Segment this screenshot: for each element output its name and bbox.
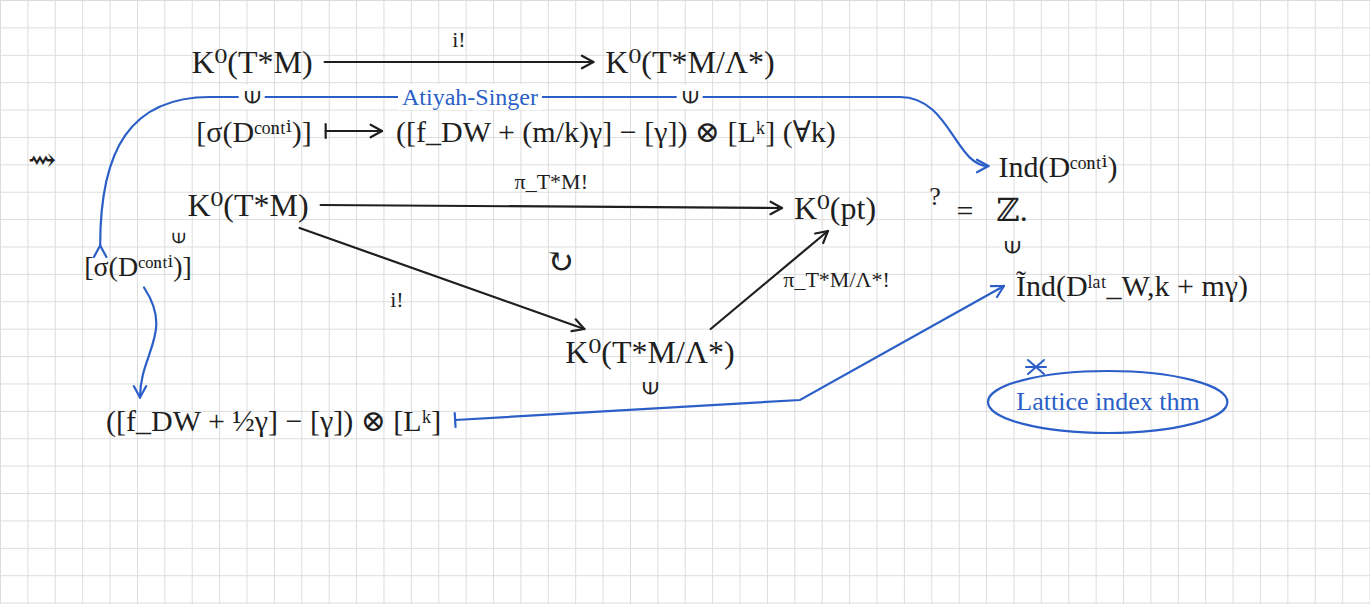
term-text: ([f_DW + ½γ] − [γ]) ⊗ [Lᵏ] — [106, 403, 441, 438]
connector — [326, 124, 382, 138]
connector — [321, 202, 782, 214]
arrow-head — [771, 202, 782, 208]
connector-line — [326, 130, 382, 132]
arrow-head — [823, 231, 828, 243]
connector-line — [455, 286, 1004, 420]
arrow-head — [991, 285, 1004, 287]
connector — [94, 97, 988, 257]
connector-line — [325, 61, 594, 63]
arrow-head — [140, 386, 146, 397]
term-text: K⁰(pt) — [794, 189, 876, 227]
arrow-head — [571, 329, 584, 331]
arrow-head — [977, 160, 988, 166]
math-term: K⁰(T*M) — [181, 184, 314, 226]
math-symbol: ℤ. — [996, 193, 1027, 228]
term-text: Lattice index thm — [1016, 387, 1199, 417]
edge-label: i! — [390, 288, 403, 312]
edge-label: π_T*M! — [515, 170, 588, 194]
arrow-head — [997, 286, 1004, 297]
math-term: [σ(Dᶜᵒⁿᵗⁱ)] — [78, 248, 198, 285]
term-text: K⁰(T*M) — [191, 43, 312, 81]
maps-to-bar — [454, 413, 457, 427]
math-symbol: ⇝ — [28, 141, 57, 178]
theorem-ellipse: Lattice index thm — [986, 369, 1229, 435]
connector-line — [140, 288, 156, 398]
ellipse-shape — [988, 371, 1227, 433]
star-stroke — [1026, 366, 1046, 368]
arrow-head — [134, 386, 140, 397]
term-text: [σ(Dᶜᵒⁿᵗⁱ)] — [196, 114, 311, 149]
connector-line — [100, 97, 988, 246]
membership-symbol: ∈ — [167, 231, 189, 246]
term-text: Ind(Dᶜᵒⁿᵗⁱ) — [998, 149, 1117, 184]
arrow-head — [582, 62, 593, 68]
connector — [134, 288, 157, 398]
math-term: ([f_DW + ½γ] − [γ]) ⊗ [Lᵏ] — [100, 401, 447, 440]
connector — [300, 228, 585, 331]
arrow-head — [371, 131, 382, 137]
term-text: K⁰(T*M/Λ*) — [565, 333, 734, 371]
arrow-head — [582, 56, 593, 62]
connector-line — [300, 228, 585, 329]
membership-symbol: ∈ — [637, 379, 663, 397]
connector-line — [321, 205, 782, 208]
term-text: ([f_DW + (m/k)γ] − [γ]) ⊗ [Lᵏ] (∀k) — [396, 114, 836, 149]
membership-symbol: ∈ — [999, 238, 1025, 256]
maps-to-bar — [325, 124, 327, 138]
math-term: Ĩnd(Dˡᵃᵗ_W,k + mγ) — [1010, 267, 1254, 305]
term-text: [σ(Dᶜᵒⁿᵗⁱ)] — [84, 250, 192, 283]
connector — [325, 56, 594, 68]
math-term: ([f_DW + (m/k)γ] − [γ]) ⊗ [Lᵏ] (∀k) — [390, 112, 842, 151]
math-symbol: ↻ — [546, 243, 575, 280]
arrow-head — [977, 166, 988, 172]
edge-label: π_T*M/Λ*! — [783, 268, 890, 292]
connector — [455, 286, 1004, 427]
arrow-head — [770, 208, 781, 214]
math-term: K⁰(T*M) — [185, 41, 318, 83]
arrow-head — [371, 125, 382, 131]
edge-label: Atiyah-Singer — [398, 84, 542, 110]
term-text: K⁰(T*M/Λ*) — [605, 43, 774, 81]
math-term: K⁰(T*M/Λ*) — [599, 41, 780, 83]
math-term: K⁰(pt) — [788, 187, 882, 229]
math-term: [σ(Dᶜᵒⁿᵗⁱ)] — [190, 112, 317, 151]
term-text: Ĩnd(Dˡᵃᵗ_W,k + mγ) — [1016, 269, 1248, 303]
star-mark — [1026, 360, 1046, 374]
math-symbol: ? — [929, 183, 941, 212]
membership-symbol: ∈ — [239, 85, 265, 109]
math-term: K⁰(T*M/Λ*) — [559, 331, 740, 373]
term-text: K⁰(T*M) — [187, 186, 308, 224]
edge-label: i! — [452, 28, 465, 52]
arrow-head — [576, 319, 585, 329]
membership-symbol: ∈ — [677, 85, 703, 109]
math-symbol: = — [957, 194, 974, 227]
math-term: Ind(Dᶜᵒⁿᵗⁱ) — [992, 147, 1123, 186]
